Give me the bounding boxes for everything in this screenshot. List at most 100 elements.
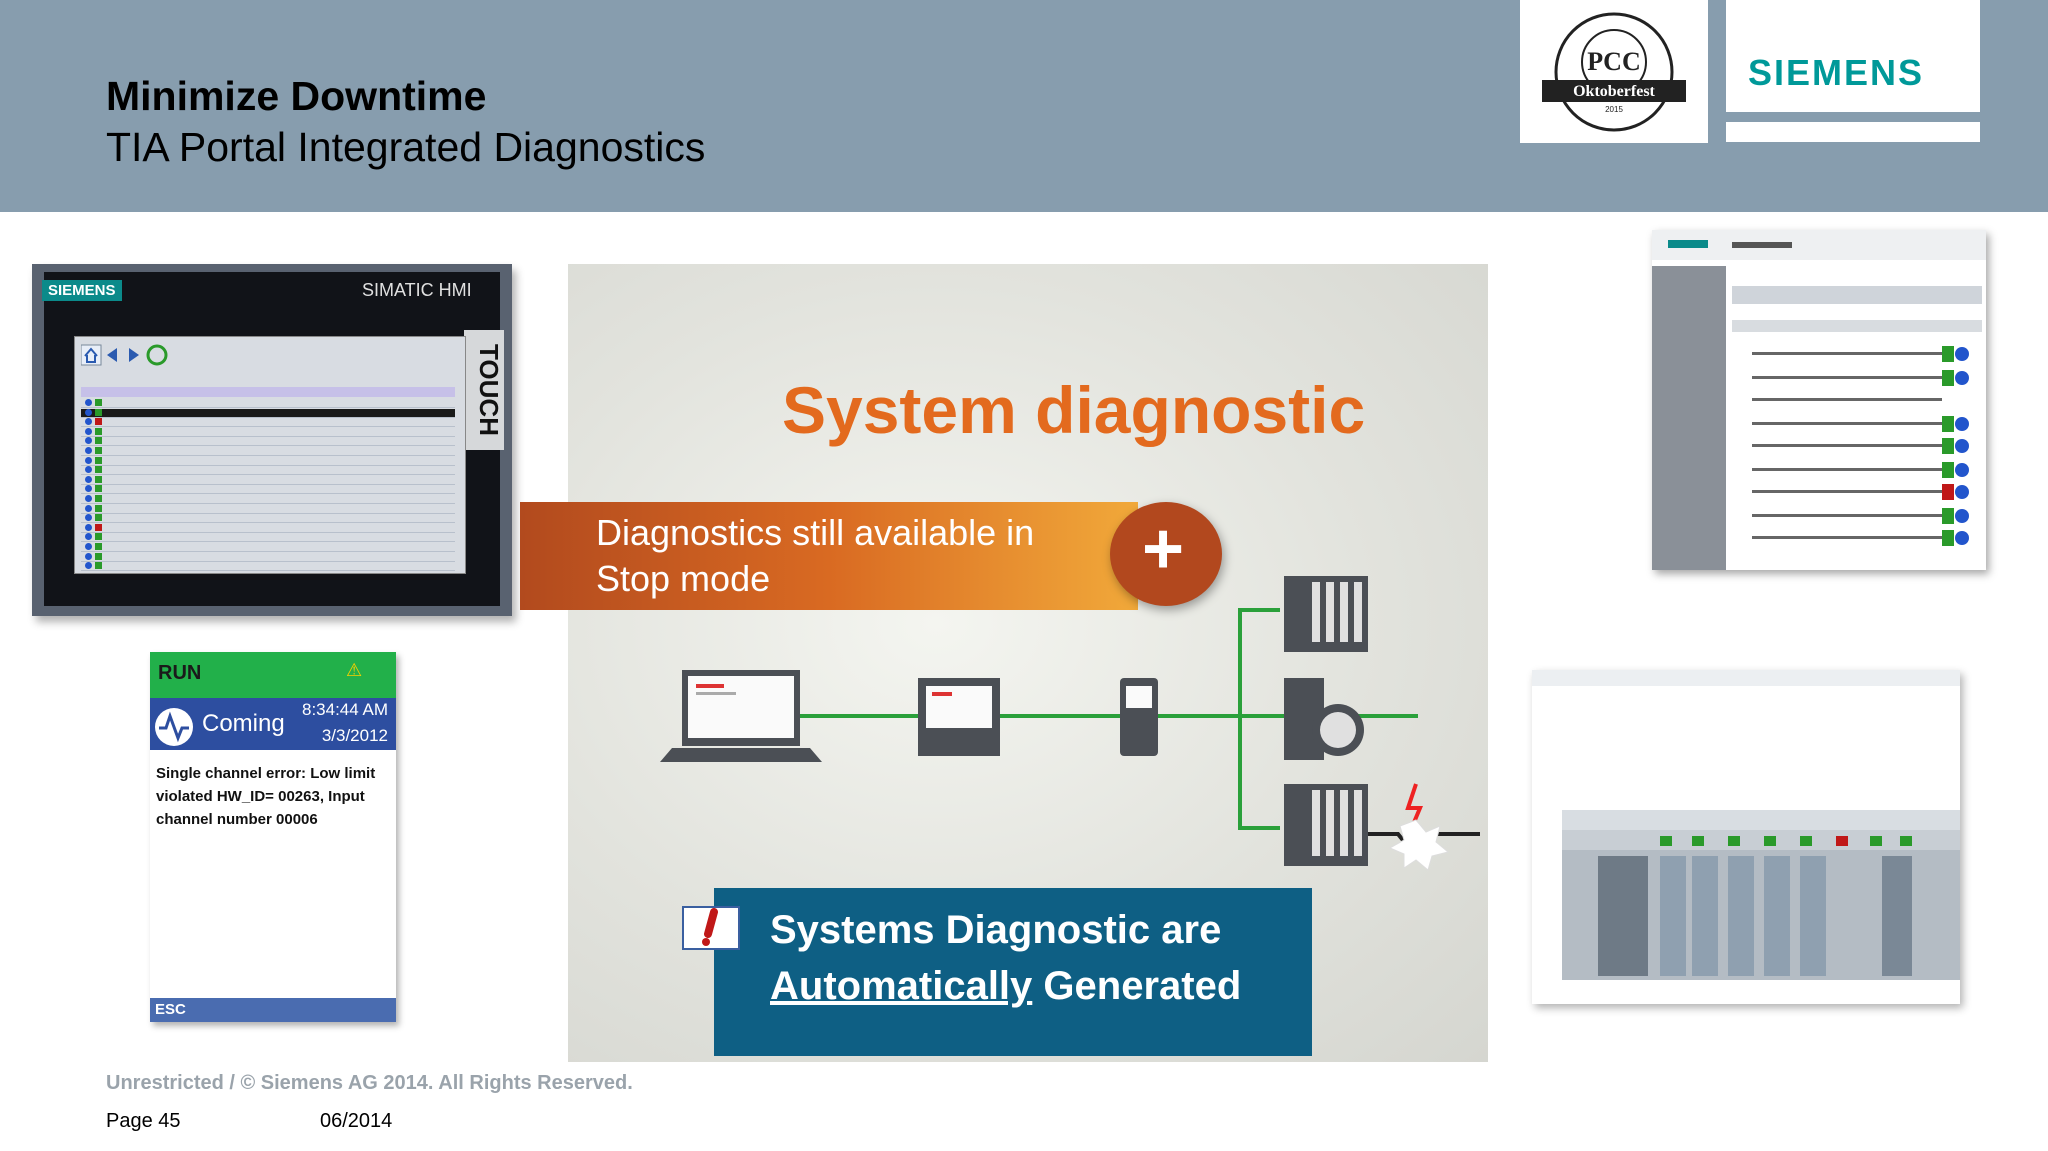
table-row (81, 485, 455, 495)
hmi-diagnostic-buffer-screen (74, 336, 466, 574)
handheld-device-icon (1120, 678, 1158, 756)
check-icon (95, 399, 102, 406)
table-row (81, 408, 455, 418)
info-icon (85, 562, 92, 570)
info-icon (85, 504, 92, 512)
arrow-right-icon (129, 348, 139, 362)
warning-icon: ⚠ (346, 660, 363, 680)
hmi-touch-label: TOUCH (464, 330, 504, 450)
hmi-title: SIMATIC HMI (362, 280, 472, 300)
footer-page-number: Page 45 (106, 1110, 181, 1132)
table-row (81, 447, 455, 456)
alarm-event-bar (150, 698, 396, 750)
pcc-logo-text: PCC (1587, 47, 1640, 76)
plus-icon: + (1142, 509, 1185, 589)
network-topology (660, 576, 1480, 871)
table-row (81, 495, 455, 504)
info-icon (85, 533, 92, 541)
auto-callout-line2: Automatically Generated (770, 964, 1241, 1009)
alarm-wave-icon (155, 708, 193, 746)
table-row (81, 456, 455, 466)
check-icon (95, 543, 102, 550)
hardware-config-screenshot (1532, 670, 1960, 1004)
info-icon (85, 399, 92, 406)
info-icon (85, 437, 92, 445)
hmi-device-icon (918, 678, 1000, 756)
info-icon (85, 485, 92, 493)
info-icon (85, 523, 92, 531)
run-status-panel: RUN ⚠ Single channel error: Low limit vi… (150, 652, 396, 1022)
table-row (81, 437, 455, 447)
system-diagnostic-heading: System diagnostic (782, 373, 1366, 447)
page-subtitle: TIA Portal Integrated Diagnostics (106, 124, 706, 170)
table-row (81, 399, 455, 408)
footer-date: 06/2014 (320, 1110, 393, 1132)
stop-mode-banner (520, 502, 1138, 610)
auto-callout-line1: Systems Diagnostic are (770, 908, 1222, 952)
info-icon (85, 466, 92, 474)
alarm-time: 8:34:44 AM (301, 700, 388, 719)
web-server-diagnostic-screenshot (1652, 230, 1986, 570)
check-icon (95, 437, 102, 445)
table-row (81, 418, 455, 428)
auto-generated-callout (714, 888, 1312, 1056)
info-icon (85, 418, 92, 426)
siemens-logo-bar (1726, 122, 1980, 142)
alarm-date: 3/3/2012 (321, 726, 388, 745)
check-icon (95, 514, 102, 522)
laptop-icon (660, 670, 822, 762)
info-icon (85, 408, 92, 416)
check-icon (95, 562, 102, 570)
footer-copyright: Unrestricted / © Siemens AG 2014. All Ri… (106, 1072, 633, 1094)
info-icon (85, 552, 92, 560)
siemens-logo-box (1726, 0, 1980, 112)
esc-button[interactable]: ESC (150, 998, 396, 1022)
plc-rack-icon-bottom (1284, 784, 1368, 866)
plc-rack-icon-top (1284, 576, 1368, 652)
esc-label: ESC (155, 1001, 186, 1018)
arrow-left-icon (107, 348, 117, 362)
table-row (81, 466, 455, 476)
check-icon (95, 466, 102, 474)
auto-callout-suffix: Generated (1043, 964, 1242, 1008)
check-icon (95, 475, 102, 483)
check-icon (95, 447, 102, 454)
info-icon (85, 514, 92, 522)
check-icon (95, 495, 102, 502)
check-icon (95, 485, 102, 493)
drive-motor-icon (1284, 678, 1364, 760)
home-icon (84, 347, 98, 363)
check-icon (95, 456, 102, 464)
table-row (81, 427, 455, 437)
alert-exclamation-icon (682, 906, 740, 950)
siemens-logo: SIEMENS (1748, 52, 1925, 93)
info-icon (85, 543, 92, 550)
plus-button[interactable] (1110, 502, 1222, 606)
table-row (81, 475, 455, 485)
alarm-message: Single channel error: Low limit violated… (156, 765, 376, 828)
check-icon (95, 427, 102, 435)
run-status-bar: RUN ⚠ (150, 652, 396, 698)
pcc-logo-year: 2015 (1605, 105, 1623, 114)
check-icon (95, 523, 102, 531)
table-row (81, 523, 455, 533)
info-icon (85, 447, 92, 454)
check-icon (95, 504, 102, 512)
page-title: Minimize Downtime (106, 73, 487, 119)
pcc-logo-sub: Oktoberfest (1573, 83, 1655, 100)
auto-callout-underlined: Automatically (770, 964, 1033, 1008)
hmi-table-header (81, 387, 455, 397)
table-row (81, 552, 455, 562)
table-row (81, 562, 455, 572)
info-icon (85, 475, 92, 483)
refresh-icon (146, 344, 168, 366)
run-status-label: RUN (158, 662, 202, 684)
table-row (81, 533, 455, 543)
check-icon (95, 533, 102, 541)
stop-mode-text: Diagnostics still available in Stop mode (596, 512, 1035, 599)
check-icon (95, 552, 102, 560)
check-icon (95, 418, 102, 426)
table-row (81, 504, 455, 514)
table-row (81, 543, 455, 552)
hmi-toolbar (80, 343, 179, 367)
